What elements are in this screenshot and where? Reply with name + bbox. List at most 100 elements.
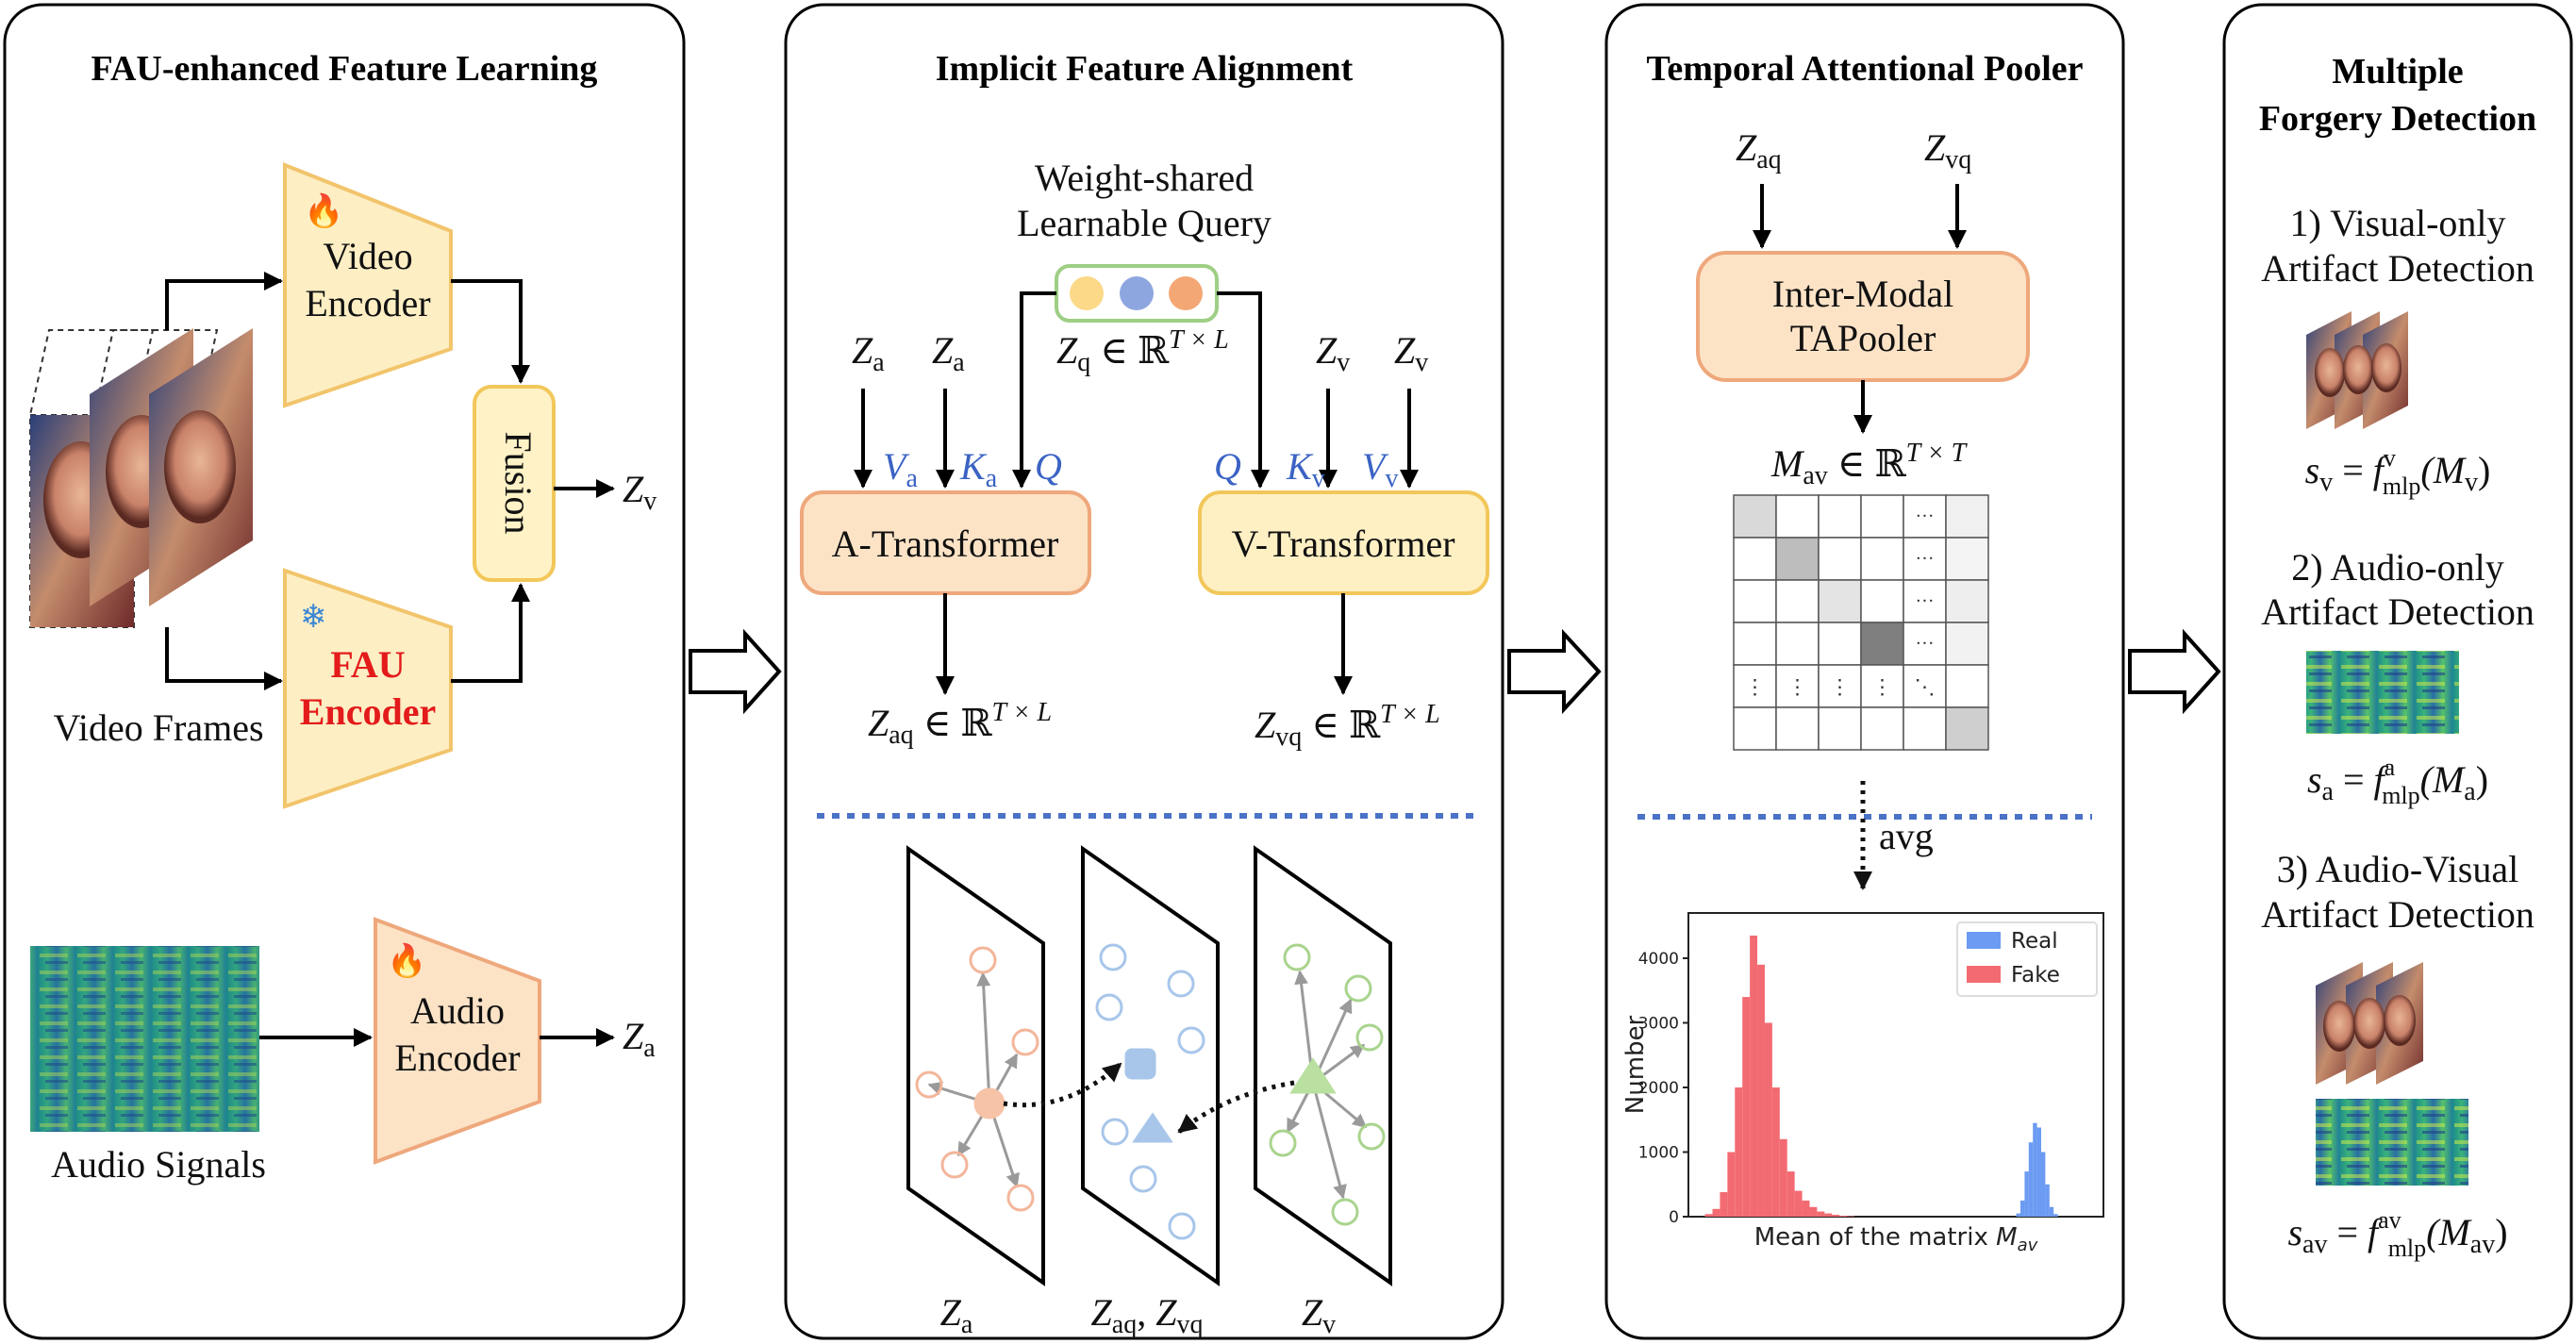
fau-encoder [283,568,453,809]
legend-swatch-real [1967,932,2001,949]
matrix-cell [1818,706,1862,751]
arrow-video-encoder-to-fusion [451,279,530,384]
plane-mid-label: Zaq, Zvq [1091,1291,1204,1339]
detection3-line1: 3) Audio-Visual [2277,848,2518,890]
matrix-ellipsis: ··· [1916,591,1935,612]
query-v-label: Q [1214,445,1241,488]
arrow-query-to-a-transformer [1012,291,1056,489]
zv-output-label: Zv [623,468,656,516]
query-label-line1: Weight-shared [1035,157,1254,199]
histogram-bar-real [2033,1122,2037,1217]
key-a-label: Ka [959,445,998,493]
histogram-bar-real [2020,1200,2025,1217]
histogram-bar-real [2053,1214,2058,1217]
histogram-bar-fake [1742,997,1751,1217]
matrix-cell [1775,494,1820,539]
panel2-title: Implicit Feature Alignment [936,49,1354,89]
histogram-bar-real [2049,1206,2054,1217]
arrow-frames-to-fau-encoder [165,627,283,690]
audio-spectrogram-image [30,946,259,1132]
a-transformer-label: A-Transformer [832,523,1059,565]
query-a-label: Q [1035,445,1062,488]
matrix-diagonal-ellipsis: ⋱ [1915,675,1936,699]
histogram-bar-fake [1704,1214,1713,1217]
detection2-line2: Artifact Detection [2261,590,2534,633]
matrix-cell [1945,622,1989,666]
za-input-label-1: Za [852,329,885,377]
matrix-cell [1903,579,1947,623]
histogram-bar-fake [1794,1190,1803,1217]
y-tick-label: 4000 [1638,950,1679,969]
legend-label-real: Real [2011,929,2058,954]
y-tick-label: 0 [1669,1208,1679,1227]
za-input-label-2: Za [932,329,965,377]
fusion-box [473,385,556,582]
histogram-bar-fake [1764,1022,1772,1217]
zq-label: Zq ∈ ℝT × L [1056,325,1229,377]
histogram-bar-fake [1720,1191,1728,1217]
histogram-bar-fake [1787,1171,1795,1217]
y-tick-label: 3000 [1638,1014,1679,1033]
flow-arrow-1 [689,628,782,715]
zaq-input-label: Zaq [1736,126,1782,174]
matrix-cell [1860,579,1904,623]
y-tick-label: 2000 [1638,1079,1679,1098]
matrix-cell [1818,622,1862,666]
panel1-title: FAU-enhanced Feature Learning [91,49,598,89]
histogram-bar-fake [1771,1087,1780,1217]
detection1-line1: 1) Visual-only [2289,202,2505,244]
panel4-title-line1: Multiple [2332,52,2463,91]
histogram-bar-fake [1750,935,1758,1217]
flow-arrow-2 [1507,628,1602,715]
audio-signals-label: Audio Signals [51,1143,266,1186]
histogram-bar-fake [1824,1213,1833,1217]
query-label-line2: Learnable Query [1017,202,1271,244]
matrix-cell [1733,622,1777,666]
v-transformer-label: V-Transformer [1231,523,1454,565]
legend-label-fake: Fake [2011,963,2060,987]
fau-encoder-label-2: Encoder [300,690,436,733]
histogram-bar-fake [1779,1138,1787,1217]
histogram-bar-fake [1727,1152,1736,1217]
matrix-vertical-ellipsis: ⋮ [1745,675,1766,699]
histogram-bar-fake [1832,1214,1840,1217]
avg-label: avg [1879,815,1934,857]
histogram-bar-real [2024,1171,2029,1217]
matrix-cell [1860,537,1904,581]
query-feature-cluster [1095,943,1205,1240]
histogram-chart: Number Mean of the matrix Mav Real Fake … [1621,912,2104,1255]
histogram-bar-fake [1809,1206,1818,1217]
query-token-blue [1120,276,1154,310]
histogram-bar-fake [1817,1211,1825,1217]
matrix-cell [1733,494,1777,539]
matrix-cell [1733,579,1777,623]
value-v-label: Vv [1362,445,1398,493]
video-frames-label: Video Frames [53,706,263,749]
mav-label: Mav ∈ ℝT × T [1770,439,1969,490]
matrix-cell [1775,706,1820,751]
snowflake-icon: ❄ [300,600,327,635]
audio-encoder [374,917,541,1165]
panel4-title-line2: Forgery Detection [2259,99,2536,139]
matrix-cell [1775,579,1820,623]
detection1-line2: Artifact Detection [2261,247,2534,290]
detection3-line2: Artifact Detection [2261,893,2534,936]
matrix-cell [1775,622,1820,666]
matrix-cell [1860,622,1904,666]
zv-input-label-2: Zv [1394,329,1428,377]
video-encoder-label-2: Encoder [305,282,430,324]
matrix-ellipsis: ··· [1916,634,1935,655]
matrix-cell [1860,706,1904,751]
attention-matrix: ············⋮⋮⋮⋮⋱ [1733,494,1989,751]
matrix-cell [1945,494,1989,539]
matrix-ellipsis: ··· [1916,549,1935,570]
video-encoder [283,162,453,408]
fire-icon: 🔥 [387,942,426,979]
audio-encoder-label-1: Audio [410,989,505,1032]
panel3-title: Temporal Attentional Pooler [1647,49,2084,89]
histogram-bar-fake [1847,1216,1854,1217]
chart-x-axis-label-text: Mean of the matrix [1754,1223,1996,1252]
matrix-cell [1860,494,1904,539]
